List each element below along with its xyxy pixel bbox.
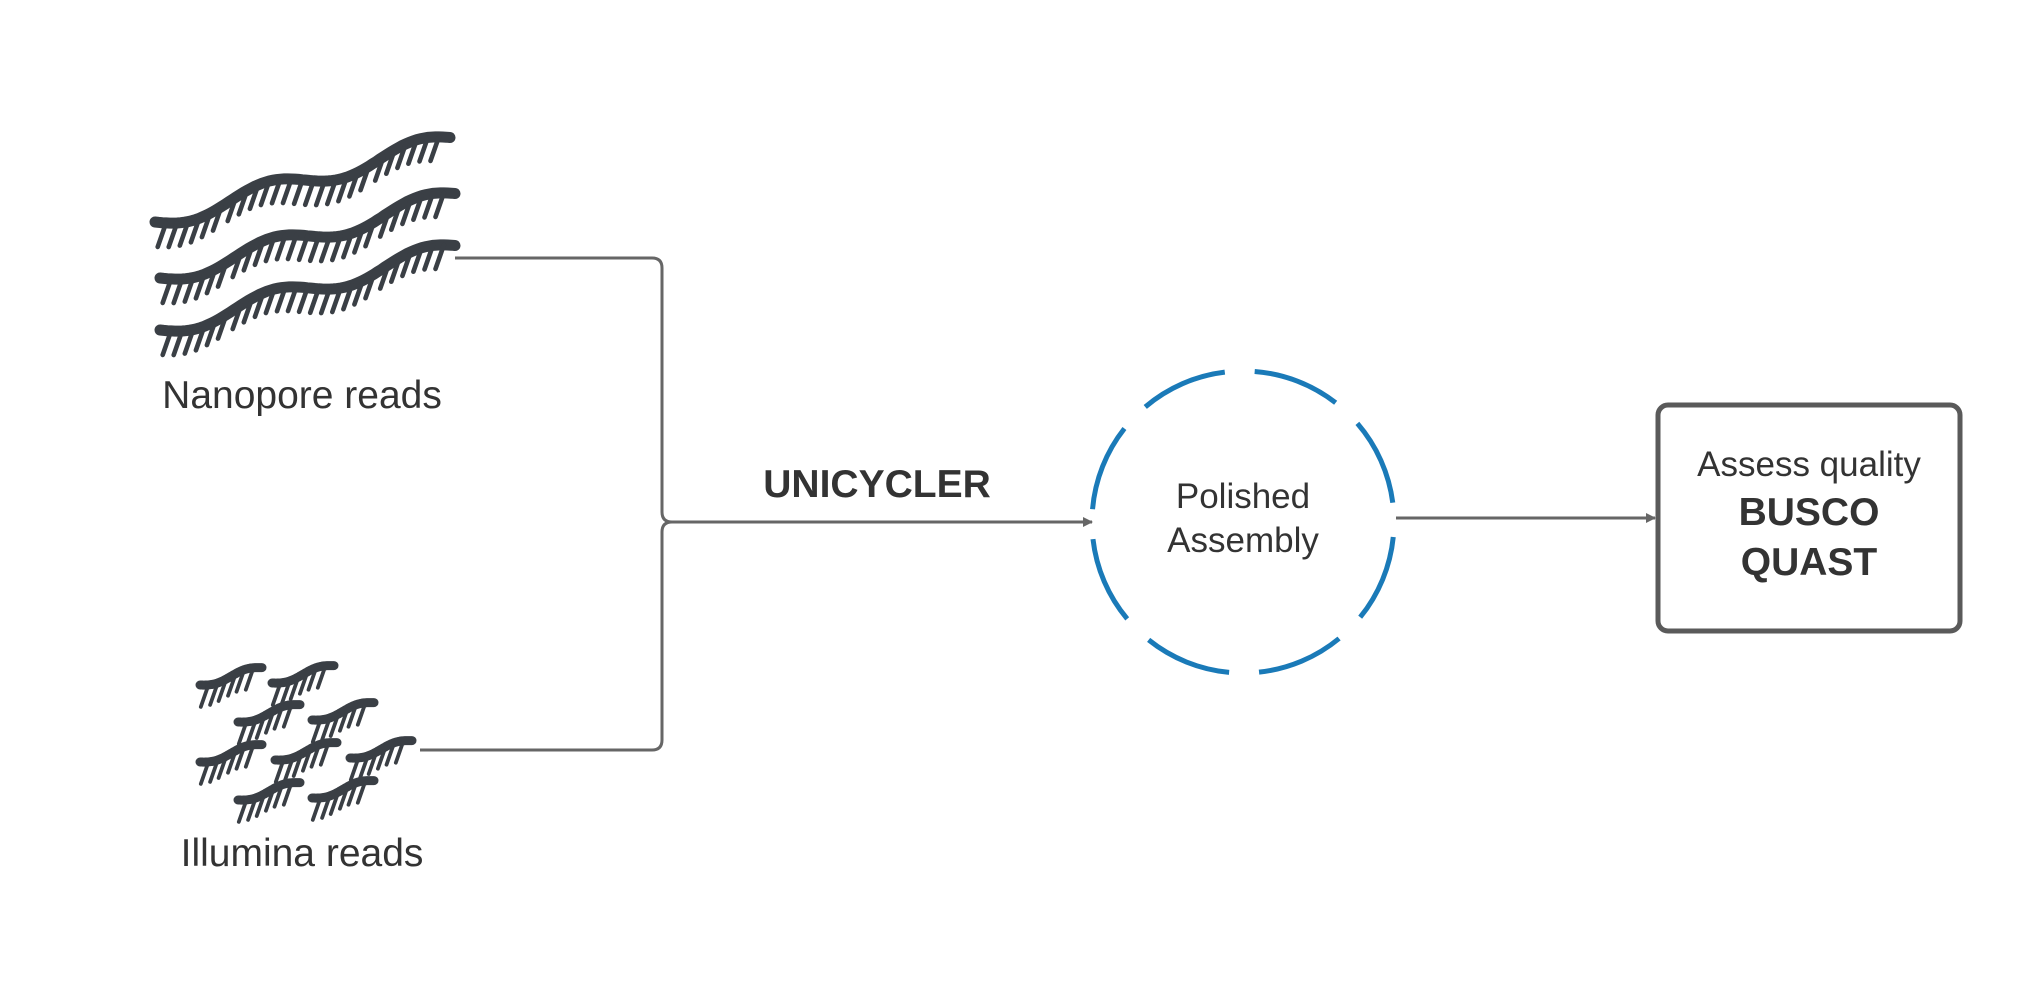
- quality-assessment-box: [1655, 402, 1963, 634]
- assembly-label-line1: Polished: [1176, 477, 1310, 516]
- long-reads-icon: [149, 131, 461, 358]
- assembly-label-line2: Assembly: [1167, 521, 1319, 560]
- assess-quality-title: Assess quality: [1697, 445, 1921, 484]
- illumina-connector: [420, 520, 673, 752]
- nanopore-reads-label: Nanopore reads: [162, 374, 442, 417]
- quast-label: QUAST: [1741, 541, 1878, 584]
- illumina-reads-label: Illumina reads: [181, 832, 424, 875]
- nanopore-connector: [455, 256, 673, 524]
- short-reads-icon: [195, 661, 417, 824]
- input-connectors: [420, 256, 673, 752]
- unicycler-label: UNICYCLER: [763, 463, 991, 506]
- busco-label: BUSCO: [1739, 491, 1880, 534]
